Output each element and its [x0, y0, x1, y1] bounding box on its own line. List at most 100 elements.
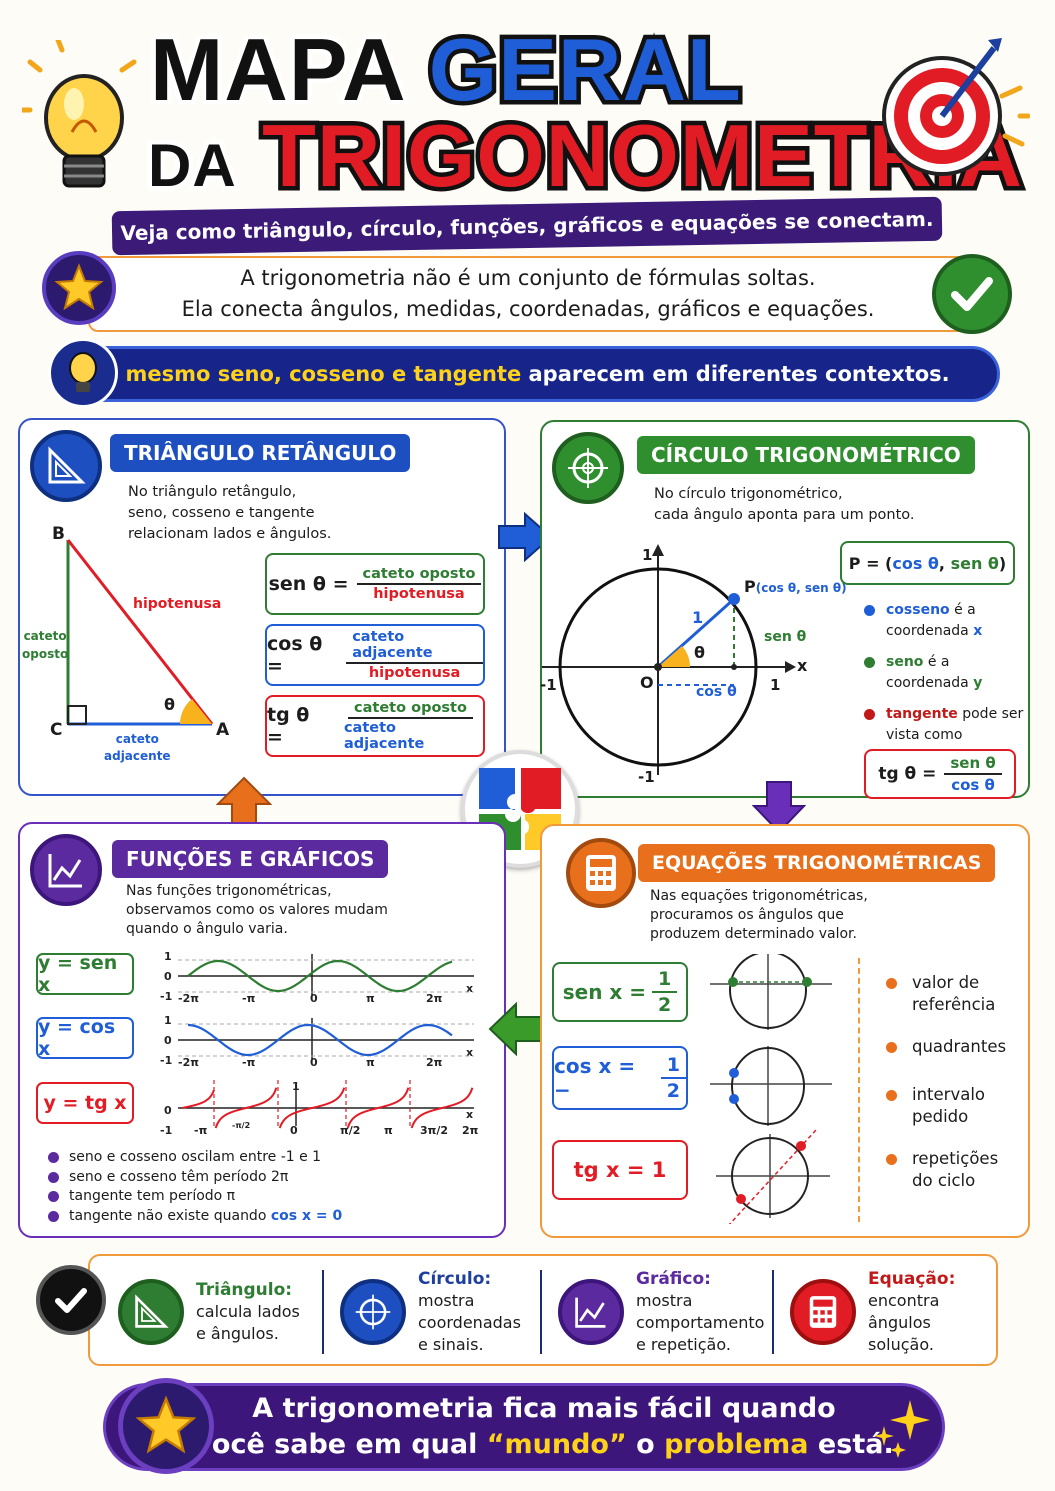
final-line-1: A trigonometria fica mais fácil quando [252, 1393, 836, 1424]
functions-note: seno e cosseno oscilam entre -1 e 1 [48, 1148, 342, 1168]
set-square-icon [118, 1279, 184, 1345]
tangent-branch [214, 1087, 278, 1129]
equations-desc: Nas equações trigonométricas,procuramos … [650, 888, 868, 942]
svg-text:2π: 2π [426, 1056, 443, 1069]
equation-circles [710, 954, 832, 1224]
svg-text:0: 0 [164, 970, 172, 983]
svg-text:x: x [466, 1046, 473, 1059]
intro-box: A trigonometria não é um conjunto de fór… [88, 256, 968, 332]
tangent-branch [410, 1087, 474, 1129]
sparkle-icon [874, 1400, 930, 1458]
context-banner: O mesmo seno, cosseno e tangente aparece… [50, 346, 1000, 402]
circle-bullet-cos: cosseno é a coordenada x [864, 600, 982, 642]
circle-x-left: -1 [540, 676, 557, 694]
point-formula-box: P = (cos θ, sen θ) [840, 541, 1015, 585]
summary-divider [540, 1270, 542, 1354]
check-icon [932, 254, 1012, 334]
functions-title-text: FUNÇÕES E GRÁFICOS [126, 847, 375, 871]
svg-text:1: 1 [164, 950, 172, 963]
banner-highlight: O mesmo seno, cosseno e tangente [100, 362, 522, 386]
tangent-branch [181, 1089, 215, 1109]
svg-text:-2π: -2π [178, 992, 199, 1005]
svg-text:-π: -π [242, 992, 256, 1005]
circle-bullet-tg: tangente pode ser vista como [864, 704, 1023, 746]
equations-title-text: EQUAÇÕES TRIGONOMÉTRICAS [652, 852, 982, 874]
summary-divider [772, 1270, 774, 1354]
circle-theta: θ [694, 643, 705, 662]
sen-theta-label: sen θ [764, 629, 807, 645]
svg-text:x: x [466, 982, 473, 995]
svg-text:0: 0 [310, 992, 318, 1005]
circle-y-top: 1 [642, 546, 653, 564]
circle-origin: O [640, 673, 654, 692]
circle-panel [540, 420, 1030, 798]
final-line-2: você sabe em qual “mundo” o problema est… [194, 1429, 894, 1460]
unit-circle-figure [542, 544, 796, 775]
title-line-1: MAPA GERAL [145, 20, 745, 119]
hyp-label: hipotenusa [133, 596, 222, 612]
triangle-desc-3: relacionam lados e ângulos. [128, 526, 332, 542]
circle-y-bot: -1 [638, 768, 655, 786]
svg-text:-2π: -2π [178, 1056, 199, 1069]
theta-label: θ [164, 695, 175, 714]
equations-title: EQUAÇÕES TRIGONOMÉTRICAS [638, 844, 996, 882]
arrow-right-icon [498, 512, 553, 562]
svg-text:-1: -1 [160, 990, 172, 1003]
point-p: P(cos θ, sen θ) [744, 577, 847, 596]
svg-text:-1: -1 [160, 1054, 172, 1067]
cos-theta-label: cos θ [696, 684, 737, 700]
svg-text:3π/2: 3π/2 [420, 1124, 448, 1137]
set-square-icon [30, 430, 102, 502]
fn-sen-box: y = sen x [36, 952, 134, 996]
tangent-branch [346, 1087, 410, 1129]
summary-check-icon [36, 1265, 106, 1335]
svg-text:-π/2: -π/2 [232, 1121, 250, 1130]
banner-rest: aparecem em diferentes contextos. [521, 362, 950, 386]
svg-text:π/2: π/2 [340, 1124, 360, 1137]
circle-desc: No círculo trigonométrico,cada ângulo ap… [654, 486, 915, 523]
svg-text:2π: 2π [462, 1124, 479, 1137]
svg-text:0: 0 [164, 1104, 172, 1117]
crosshair-icon [552, 432, 624, 504]
fn-cos-box: y = cos x [36, 1016, 134, 1060]
vertex-b: B [52, 524, 65, 544]
subtitle-banner: Veja como triângulo, círculo, funções, g… [111, 196, 943, 256]
vertex-c: C [50, 720, 63, 740]
steps-divider [858, 958, 860, 1222]
svg-text:2π: 2π [426, 992, 443, 1005]
svg-text:0: 0 [290, 1124, 298, 1137]
right-triangle-figure [66, 539, 214, 726]
triangle-desc-1: No triângulo retângulo, [128, 484, 297, 500]
svg-text:π: π [366, 992, 375, 1005]
target-icon [870, 36, 1031, 186]
calculator-icon [566, 838, 636, 908]
lightbulb-icon [19, 37, 142, 200]
triangle-desc-2: seno, cosseno e tangente [128, 505, 315, 521]
functions-note: tangente tem período π [48, 1187, 342, 1207]
idea-bulb-icon [48, 338, 118, 408]
svg-text:π: π [384, 1124, 393, 1137]
graph-icon [30, 834, 102, 906]
arrow-down-icon [752, 781, 806, 834]
final-star-icon [118, 1378, 214, 1474]
circle-bullet-sen: seno é a coordenada y [864, 652, 982, 694]
triangle-title-text: TRIÂNGULO RETÂNGULO [124, 441, 397, 465]
arrow-left-icon [488, 1002, 545, 1056]
triangle-title: TRIÂNGULO RETÂNGULO [110, 434, 411, 472]
functions-title: FUNÇÕES E GRÁFICOS [112, 840, 389, 878]
function-graphs: 1 0 -1 x -2π -π 0 π 2π 1 0 -1 x -2π -π 0… [160, 950, 479, 1137]
vertex-a: A [216, 720, 230, 740]
